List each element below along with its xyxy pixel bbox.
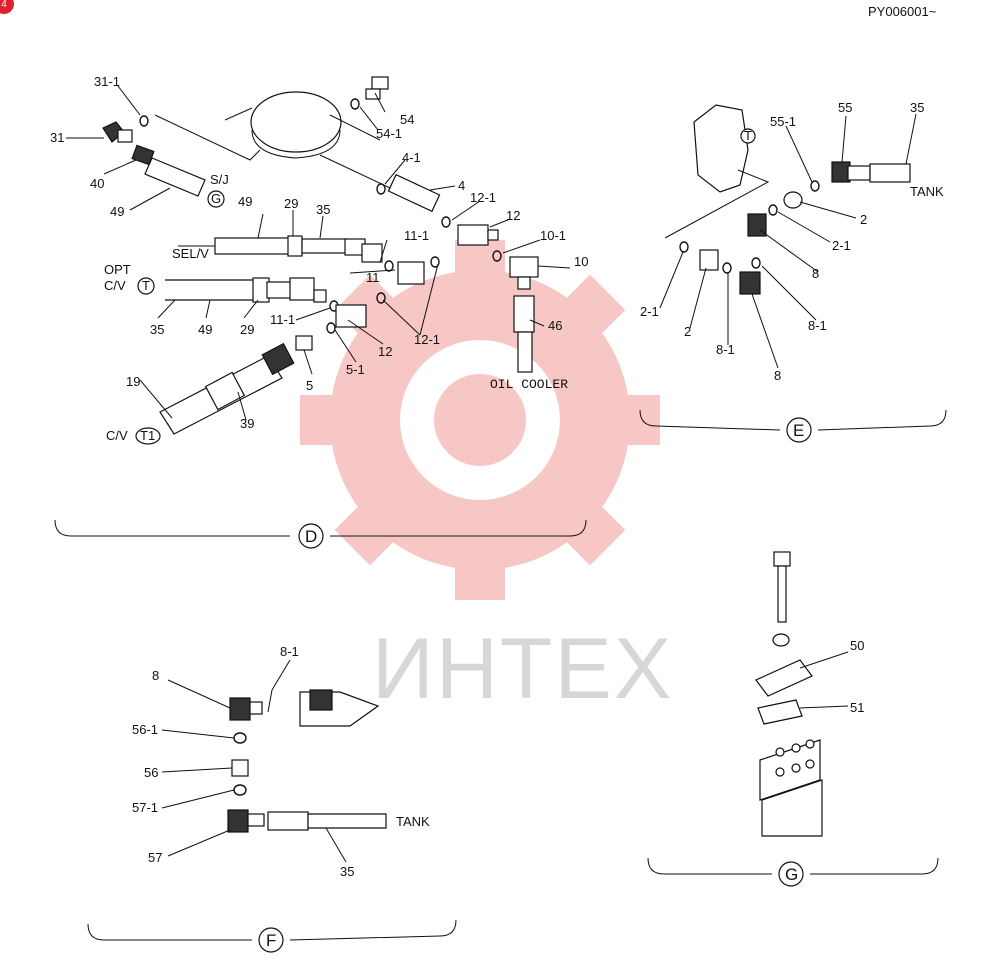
- label-e-3: 35: [910, 100, 924, 115]
- label-d-1: 31: [50, 130, 64, 145]
- label-d-3: 49: [110, 204, 124, 219]
- label-d-3b: 49: [238, 194, 252, 209]
- label-d-20: T: [142, 278, 150, 293]
- label-d-25: 11-1: [270, 312, 295, 327]
- section-letter-e: E: [793, 421, 804, 440]
- label-g-0: 50: [850, 638, 864, 653]
- label-d-8: 4-1: [402, 150, 421, 165]
- label-d-14: SEL/V: [172, 246, 209, 261]
- label-e-0: T: [744, 128, 752, 143]
- label-d-18: OPT: [104, 262, 131, 277]
- label-e-4: TANK: [910, 184, 944, 199]
- label-d-23: 49: [198, 322, 212, 337]
- label-g-1: 51: [850, 700, 864, 715]
- label-d-29: 5: [306, 378, 313, 393]
- labels-d: 31-1 31 40 49 S/J G 54 54-1 4-1 4 29 35 …: [50, 74, 588, 546]
- label-e-5: 2: [860, 212, 867, 227]
- label-e-11: 8-1: [716, 342, 735, 357]
- label-d-27: 12-1: [414, 332, 440, 347]
- label-d-16: 10-1: [540, 228, 566, 243]
- label-d-24: 29: [240, 322, 254, 337]
- page-code: PY006001~: [868, 4, 937, 19]
- label-d-17: 10: [574, 254, 588, 269]
- label-d-26: 12: [378, 344, 392, 359]
- label-d-33: C/V: [106, 428, 128, 443]
- watermark-gear: [300, 240, 660, 600]
- section-d: [54, 76, 587, 549]
- label-d-7: 54-1: [376, 126, 402, 141]
- section-f: [87, 659, 457, 953]
- labels-e: T 55-1 55 35 TANK 2 2-1 8 8-1 2-1 2 8-1 …: [640, 100, 944, 440]
- reservoir-dome: [250, 91, 342, 153]
- label-f-5: 57: [148, 850, 162, 865]
- label-e-1: 55-1: [770, 114, 796, 129]
- watermark-text: ИНТЕХ: [372, 621, 674, 717]
- label-e-10: 2: [684, 324, 691, 339]
- section-letter-d: D: [305, 527, 317, 546]
- label-d-22: 35: [150, 322, 164, 337]
- label-d-32: 39: [240, 416, 254, 431]
- label-d-21: 11: [366, 270, 380, 285]
- label-d-4: S/J: [210, 172, 229, 187]
- section-letter-f: F: [266, 931, 276, 950]
- corner-badge: 4: [0, 0, 14, 14]
- label-d-0: 31-1: [94, 74, 120, 89]
- label-d-15: 11-1: [404, 228, 429, 243]
- label-d-10: 29: [284, 196, 298, 211]
- label-e-12: 8: [774, 368, 781, 383]
- section-g: [647, 551, 939, 887]
- label-d-9: 4: [458, 178, 465, 193]
- label-d-30: 46: [548, 318, 562, 333]
- section-letter-g: G: [785, 865, 798, 884]
- label-d-5: G: [211, 191, 221, 206]
- label-d-19: C/V: [104, 278, 126, 293]
- label-f-3: 56: [144, 765, 158, 780]
- label-d-11: 35: [316, 202, 330, 217]
- labels-f: 8 8-1 56-1 56 57-1 57 TANK 35 F: [132, 644, 430, 950]
- labels-g: 50 51 G: [785, 638, 864, 884]
- label-e-7: 8: [812, 266, 819, 281]
- label-d-6: 54: [400, 112, 414, 127]
- label-f-7: 35: [340, 864, 354, 879]
- label-e-9: 2-1: [640, 304, 659, 319]
- label-d-31: 19: [126, 374, 140, 389]
- label-d-12: 12-1: [470, 190, 496, 205]
- label-f-2: 56-1: [132, 722, 158, 737]
- label-d-oil-cooler: OIL COOLER: [490, 377, 568, 392]
- label-f-6: TANK: [396, 814, 430, 829]
- bolt-54: [365, 76, 389, 100]
- label-d-13: 12: [506, 208, 520, 223]
- label-f-1: 8-1: [280, 644, 299, 659]
- label-e-6: 2-1: [832, 238, 851, 253]
- label-f-0: 8: [152, 668, 159, 683]
- label-e-8: 8-1: [808, 318, 827, 333]
- section-e: [639, 104, 947, 443]
- label-f-4: 57-1: [132, 800, 158, 815]
- label-d-2: 40: [90, 176, 104, 191]
- label-d-28: 5-1: [346, 362, 365, 377]
- label-d-34: T1: [140, 428, 155, 443]
- label-e-2: 55: [838, 100, 852, 115]
